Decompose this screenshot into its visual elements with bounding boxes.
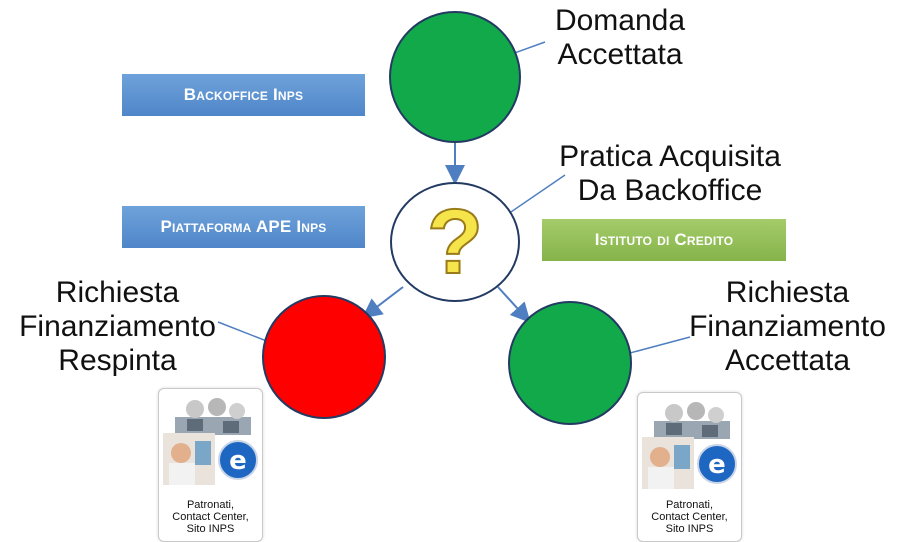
label-left-line-2: Finanziamento [19,310,216,343]
channels-line-1: Patronati, [665,499,714,511]
channels-line-3: Sito INPS [665,523,714,535]
node-top-circle [389,11,521,143]
label-right-line-3: Accettata [724,344,851,377]
banner-bank: Istituto di Credito [542,219,786,261]
node-center-circle [390,182,520,302]
arrow-center-to-left [361,286,404,319]
call-center-icon [175,398,251,435]
label-center: Pratica Acquisita Da Backoffice [540,140,800,208]
doctor-patient-icon [642,437,694,489]
label-left-line-3: Respinta [58,344,177,377]
channels-line-3: Sito INPS [186,523,235,535]
channels-card-right: e Patronati, Contact Center, Sito INPS [637,392,742,542]
label-left: Richiesta Finanziamento Respinta [5,276,230,378]
doctor-patient-icon [163,433,215,485]
internet-explorer-icon: e [697,444,737,484]
label-center-line-2: Da Backoffice [577,174,763,207]
question-mark-symbol: ? [426,191,484,293]
label-top-line-2: Accettata [557,38,683,71]
svg-text:e: e [708,450,726,480]
banner-platform: Piattaforma APE Inps [122,206,365,248]
label-right-line-2: Finanziamento [689,310,886,343]
channels-line-2: Contact Center, [651,511,728,523]
svg-text:e: e [229,446,247,476]
channels-card-right-text: Patronati, Contact Center, Sito INPS [638,499,741,535]
channels-card-left: e Patronati, Contact Center, Sito INPS [158,388,263,542]
label-top-line-1: Domanda [554,4,686,37]
call-center-icon [654,402,730,439]
node-left-circle [262,295,386,419]
internet-explorer-icon: e [218,440,258,480]
banner-backoffice: Backoffice Inps [122,74,365,116]
label-center-line-1: Pratica Acquisita [559,140,781,173]
channels-line-1: Patronati, [186,499,235,511]
label-top: Domanda Accettata [545,4,695,72]
channels-card-left-text: Patronati, Contact Center, Sito INPS [159,499,262,535]
channels-line-2: Contact Center, [172,511,249,523]
node-right-circle [508,301,632,425]
label-right-line-1: Richiesta [725,276,850,309]
label-left-line-1: Richiesta [55,276,180,309]
label-right: Richiesta Finanziamento Accettata [675,276,900,378]
arrow-center-to-right [497,286,531,323]
